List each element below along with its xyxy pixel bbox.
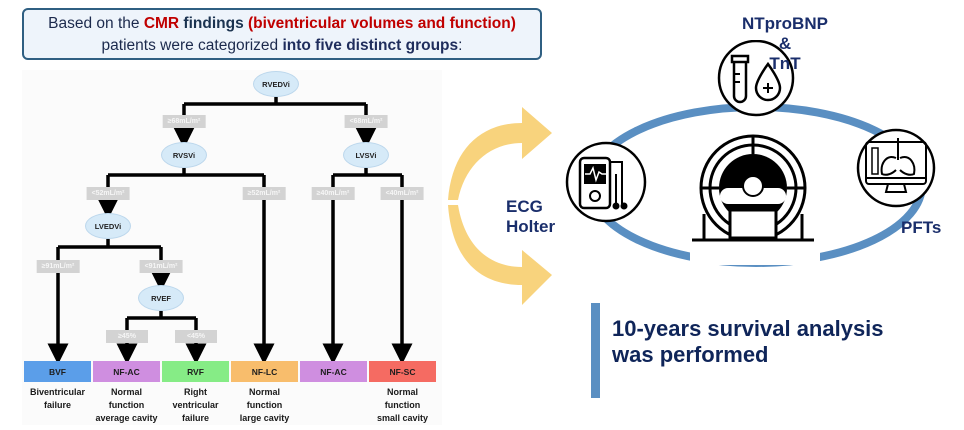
outcome-description-line: function <box>108 400 145 410</box>
findings-highlight: findings <box>179 15 249 32</box>
cmr-highlight: CMR <box>143 15 180 32</box>
ampersand-label: & <box>778 34 792 53</box>
outcome-box-bvf: BVF <box>24 361 91 382</box>
outcome-box-nf-sc: NF-SC <box>369 361 436 382</box>
outcome-description-line: failure <box>43 400 71 410</box>
outcome-description-line: Normal <box>110 387 142 397</box>
outcome-description-rvf: Right ventricular failure <box>156 386 236 425</box>
condition-lvedvi-high: ≥91mL/m² <box>36 260 80 273</box>
node-rvedvi: RVEDVi <box>253 71 299 97</box>
ntprobnp-label: NTproBNP <box>742 14 828 33</box>
header-colon: : <box>458 37 463 54</box>
arrow-down-to-survival <box>448 205 552 305</box>
condition-rvedvi-high: ≥68mL/m² <box>162 115 206 128</box>
condition-lvsvi-high: ≥40mL/m² <box>311 187 355 200</box>
holter-label: Holter <box>506 217 556 236</box>
condition-rvef-high: ≥45% <box>106 330 148 343</box>
node-lvsvi: LVSVi <box>343 142 389 168</box>
node-lvedvi: LVEDVi <box>85 213 131 239</box>
conclusion-line-1: 10-years survival analysis <box>612 316 884 341</box>
conclusion-line-2: was performed <box>612 342 769 367</box>
condition-rvedvi-low: <68mL/m² <box>344 115 388 128</box>
outcome-description-bvf: Biventricular failure <box>18 386 98 412</box>
lung-monitor-icon <box>856 128 936 208</box>
blood-test-icon <box>717 40 795 117</box>
outcome-description-line: function <box>384 400 421 410</box>
outcome-description-line: Normal <box>386 387 418 397</box>
holter-monitor-icon <box>565 141 647 223</box>
assessment-diagram <box>565 40 936 267</box>
mri-scanner-icon <box>690 130 820 265</box>
biventricular-highlight: (biventricular volumes and function) <box>248 15 516 32</box>
outcome-description-line: large cavity <box>239 413 290 423</box>
outcome-description-nf-sc: Normal function small cavity <box>363 386 443 425</box>
outcome-description-line: average cavity <box>95 413 158 423</box>
outcome-description-line: Normal <box>248 387 280 397</box>
outcome-description-line: Right <box>184 387 207 397</box>
arrow-up-to-assessments <box>448 107 552 200</box>
outcome-description-nf-lc: Normal function large cavity <box>225 386 305 425</box>
node-rvsvi: RVSVi <box>161 142 207 168</box>
summary-header: Based on the CMR findings (biventricular… <box>22 8 542 60</box>
condition-rvsvi-low: <52mL/m² <box>86 187 130 200</box>
outcome-description-line: Biventricular <box>29 387 86 397</box>
outcome-box-nf-ac: NF-AC <box>300 361 367 382</box>
outcome-description-line: function <box>246 400 283 410</box>
ecg-label: ECG <box>506 197 543 216</box>
header-line-2: patients were categorized into five dist… <box>24 35 540 57</box>
ecg-holter-label: ECG Holter <box>506 197 555 237</box>
header-text: Based on the <box>48 15 144 32</box>
groups-highlight: into five distinct groups <box>282 37 459 54</box>
condition-rvef-low: <45% <box>175 330 217 343</box>
biomarkers-label: NTproBNP & TnT <box>735 14 835 74</box>
outcome-box-nf-ac: NF-AC <box>93 361 160 382</box>
outcome-description-line: failure <box>181 413 209 423</box>
outcome-box-rvf: RVF <box>162 361 229 382</box>
tnt-label: TnT <box>769 54 801 73</box>
condition-lvsvi-low: <40mL/m² <box>380 187 424 200</box>
outcome-description-line: small cavity <box>376 413 429 423</box>
pfts-label: PFTs <box>901 218 942 237</box>
arrows <box>448 107 552 305</box>
condition-lvedvi-low: <91mL/m² <box>139 260 183 273</box>
header-text: patients were categorized <box>101 37 283 54</box>
conclusion-text: 10-years survival analysis was performed <box>612 316 884 368</box>
condition-rvsvi-high: ≥52mL/m² <box>242 187 286 200</box>
conclusion-accent-bar <box>591 303 600 398</box>
header-line-1: Based on the CMR findings (biventricular… <box>24 13 540 35</box>
outcome-box-nf-lc: NF-LC <box>231 361 298 382</box>
outcome-description-line: ventricular <box>172 400 219 410</box>
outcome-description-nf-ac: Normal function average cavity <box>87 386 167 425</box>
node-rvef: RVEF <box>138 285 184 311</box>
